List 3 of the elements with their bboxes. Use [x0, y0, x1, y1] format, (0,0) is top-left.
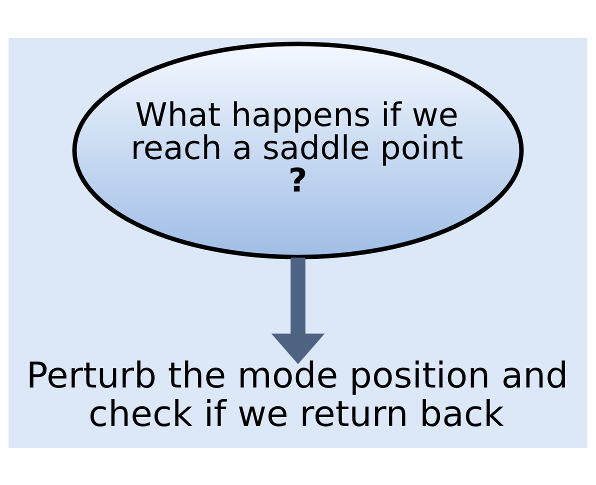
node-text: Perturb the mode position and check if we return back — [26, 355, 568, 435]
node-ellipse: What happens if we reach a saddle point ? — [72, 41, 524, 259]
arrow — [271, 257, 325, 364]
